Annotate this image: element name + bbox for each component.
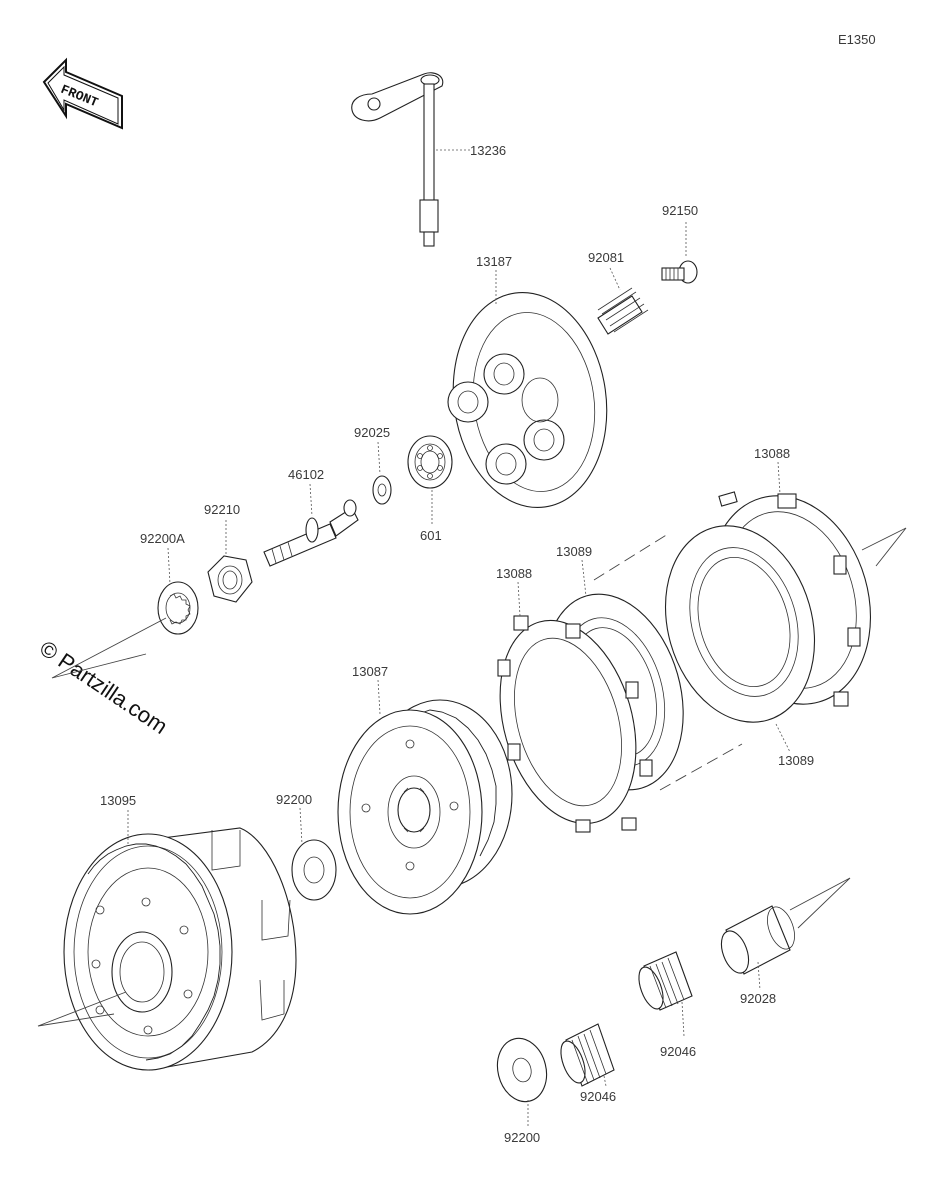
bolt-92150[interactable] <box>661 260 698 284</box>
axis-line-left-lower <box>37 991 127 1027</box>
spring-92081[interactable] <box>597 287 649 335</box>
label-92046-lower: 92046 <box>580 1089 616 1104</box>
label-92150: 92150 <box>662 203 698 218</box>
label-13236: 13236 <box>470 143 506 158</box>
axis-line-left-upper <box>51 617 167 679</box>
washer-92200-lower[interactable] <box>491 1033 553 1107</box>
label-92200-upper: 92200 <box>276 792 312 807</box>
axis-dash-lower <box>659 743 743 791</box>
label-13187: 13187 <box>476 254 512 269</box>
label-601: 601 <box>420 528 442 543</box>
nut-92210[interactable] <box>207 555 253 603</box>
label-92046-upper: 92046 <box>660 1044 696 1059</box>
label-92200-lower: 92200 <box>504 1130 540 1145</box>
label-13087: 13087 <box>352 664 388 679</box>
needle-bearing-92046-lower[interactable] <box>556 1023 615 1087</box>
axis-line-right-lower <box>789 877 851 929</box>
label-13089-right: 13089 <box>778 753 814 768</box>
label-46102: 46102 <box>288 467 324 482</box>
clutch-housing-13095[interactable] <box>63 827 297 1071</box>
lock-washer-92200A[interactable] <box>157 581 199 635</box>
steel-plate-13089-right[interactable] <box>643 508 837 740</box>
label-13095: 13095 <box>100 793 136 808</box>
diagram-code: E1350 <box>838 32 876 47</box>
label-13088-left: 13088 <box>496 566 532 581</box>
axis-line-right-upper <box>861 527 907 567</box>
needle-bearing-92046-upper[interactable] <box>634 951 693 1012</box>
label-92025: 92025 <box>354 425 390 440</box>
push-rod-46102[interactable] <box>263 499 359 567</box>
axis-dash-upper <box>593 533 669 581</box>
friction-plate-13088-left[interactable] <box>478 604 658 839</box>
pressure-plate-13187[interactable] <box>440 282 621 517</box>
washer-92200-upper[interactable] <box>291 839 337 901</box>
bearing-601[interactable] <box>407 435 453 489</box>
label-92081: 92081 <box>588 250 624 265</box>
label-92200A: 92200A <box>140 531 185 546</box>
label-13089-left: 13089 <box>556 544 592 559</box>
label-13088-right: 13088 <box>754 446 790 461</box>
front-arrow-icon: FRONT <box>42 57 123 130</box>
washer-92025[interactable] <box>372 475 392 505</box>
clutch-hub-13087[interactable] <box>337 699 513 915</box>
clutch-push-lever-13236[interactable] <box>351 72 444 247</box>
label-92028: 92028 <box>740 991 776 1006</box>
collar-92028[interactable] <box>716 903 800 977</box>
label-92210: 92210 <box>204 502 240 517</box>
